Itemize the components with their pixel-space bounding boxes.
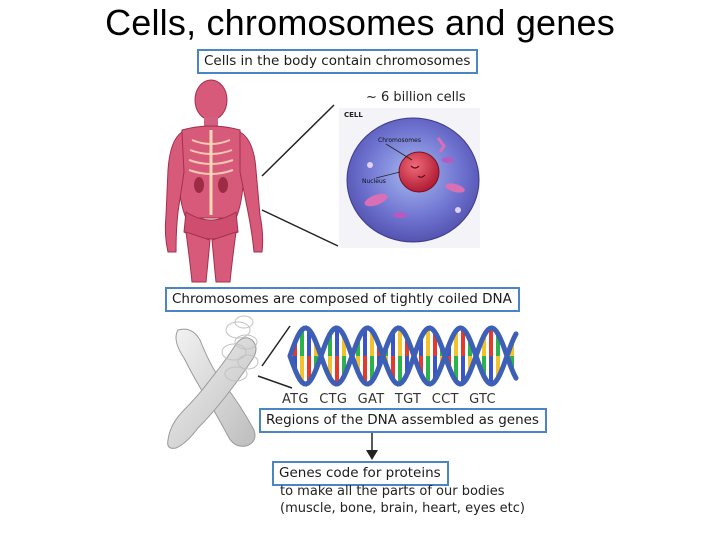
cell-tag: CELL xyxy=(344,111,363,119)
pointer-line xyxy=(257,375,293,389)
dna-helix xyxy=(287,325,519,387)
chromosome-illustration xyxy=(163,312,291,452)
regions-genes-label: Regions of the DNA assembled as genes xyxy=(259,408,547,433)
pointer-line xyxy=(261,325,291,367)
cells-in-body-label: Cells in the body contain chromosomes xyxy=(197,49,479,74)
cell-illustration xyxy=(339,108,480,248)
cell-count-label: ~ 6 billion cells xyxy=(366,90,466,105)
pointer-line xyxy=(261,104,335,177)
chromosomes-dna-label: Chromosomes are composed of tightly coil… xyxy=(165,287,520,312)
parts-line-2: (muscle, bone, brain, heart, eyes etc) xyxy=(280,501,525,516)
pointer-line xyxy=(261,209,339,247)
page-title: Cells, chromosomes and genes xyxy=(105,2,615,43)
arrow-down-icon xyxy=(366,450,378,460)
chromosomes-tag: Chromosomes xyxy=(378,137,421,144)
nucleus-tag: Nucleus xyxy=(362,178,386,185)
codon-sequence: ATG CTG GAT TGT CCT GTC xyxy=(282,392,496,407)
human-body-figure xyxy=(164,79,264,283)
genes-proteins-label: Genes code for proteins xyxy=(272,461,449,486)
parts-line-1: to make all the parts of our bodies xyxy=(280,484,505,499)
